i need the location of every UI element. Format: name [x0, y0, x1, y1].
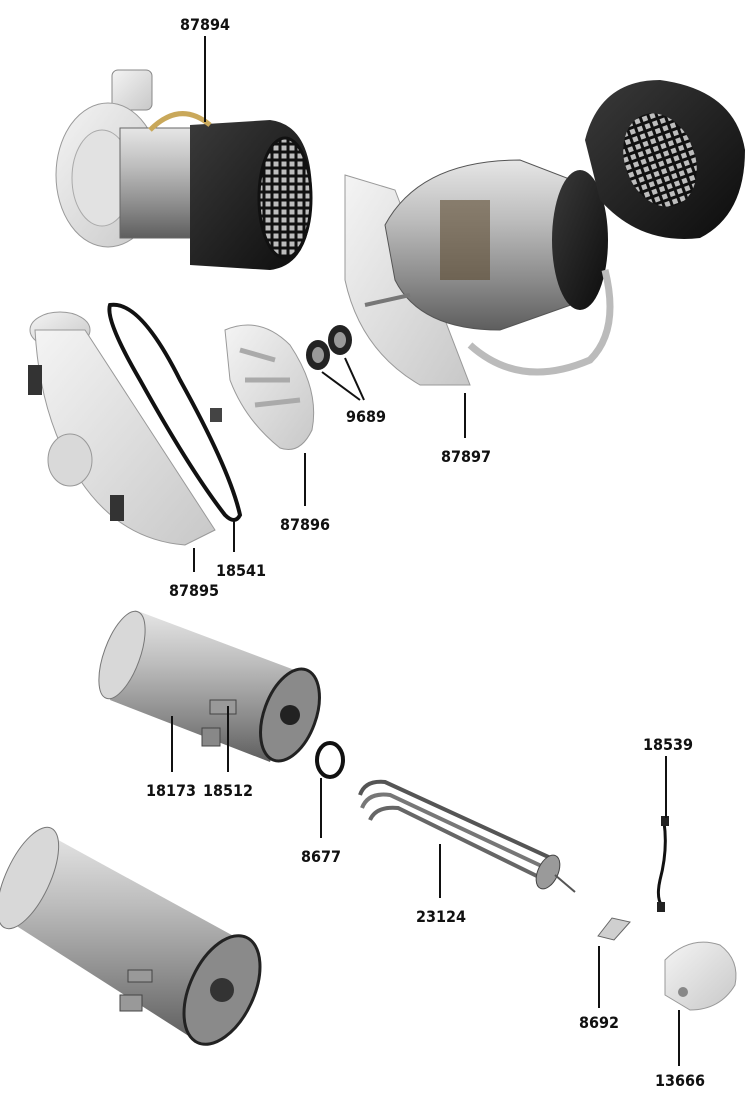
shaft-seal-image [306, 325, 352, 370]
label-8692: 8692 [579, 1013, 619, 1032]
small-o-ring-image [315, 741, 345, 779]
pump-housing-image [28, 311, 216, 546]
label-87896: 87896 [280, 515, 330, 534]
label-23124: 23124 [416, 907, 466, 926]
label-18539: 18539 [643, 735, 693, 754]
wash-pump-image [55, 69, 313, 270]
impeller-image [224, 324, 315, 450]
leader-lines [171, 36, 680, 1066]
part-labels: 87894 87897 9689 87896 18541 87895 18173… [146, 15, 705, 1090]
fan-cover-image [585, 80, 745, 239]
label-8677: 8677 [301, 847, 341, 866]
label-18541: 18541 [216, 561, 266, 580]
thermostat-clip-image [597, 917, 631, 941]
label-87895: 87895 [169, 581, 219, 600]
label-87897: 87897 [441, 447, 491, 466]
label-13666: 13666 [655, 1071, 705, 1090]
boiler-large-image [0, 826, 262, 1046]
label-18512: 18512 [203, 781, 253, 800]
sensor-lead-image [656, 816, 669, 912]
nut-image [210, 408, 222, 422]
boiler-small-image [98, 610, 321, 763]
pump-motor-image [344, 159, 614, 386]
label-9689: 9689 [346, 407, 386, 426]
leader-9689-a [321, 371, 361, 401]
heating-element-image [358, 779, 576, 893]
end-cap-image [664, 941, 737, 1011]
leader-9689-b [344, 357, 365, 401]
label-87894: 87894 [180, 15, 230, 34]
label-18173: 18173 [146, 781, 196, 800]
